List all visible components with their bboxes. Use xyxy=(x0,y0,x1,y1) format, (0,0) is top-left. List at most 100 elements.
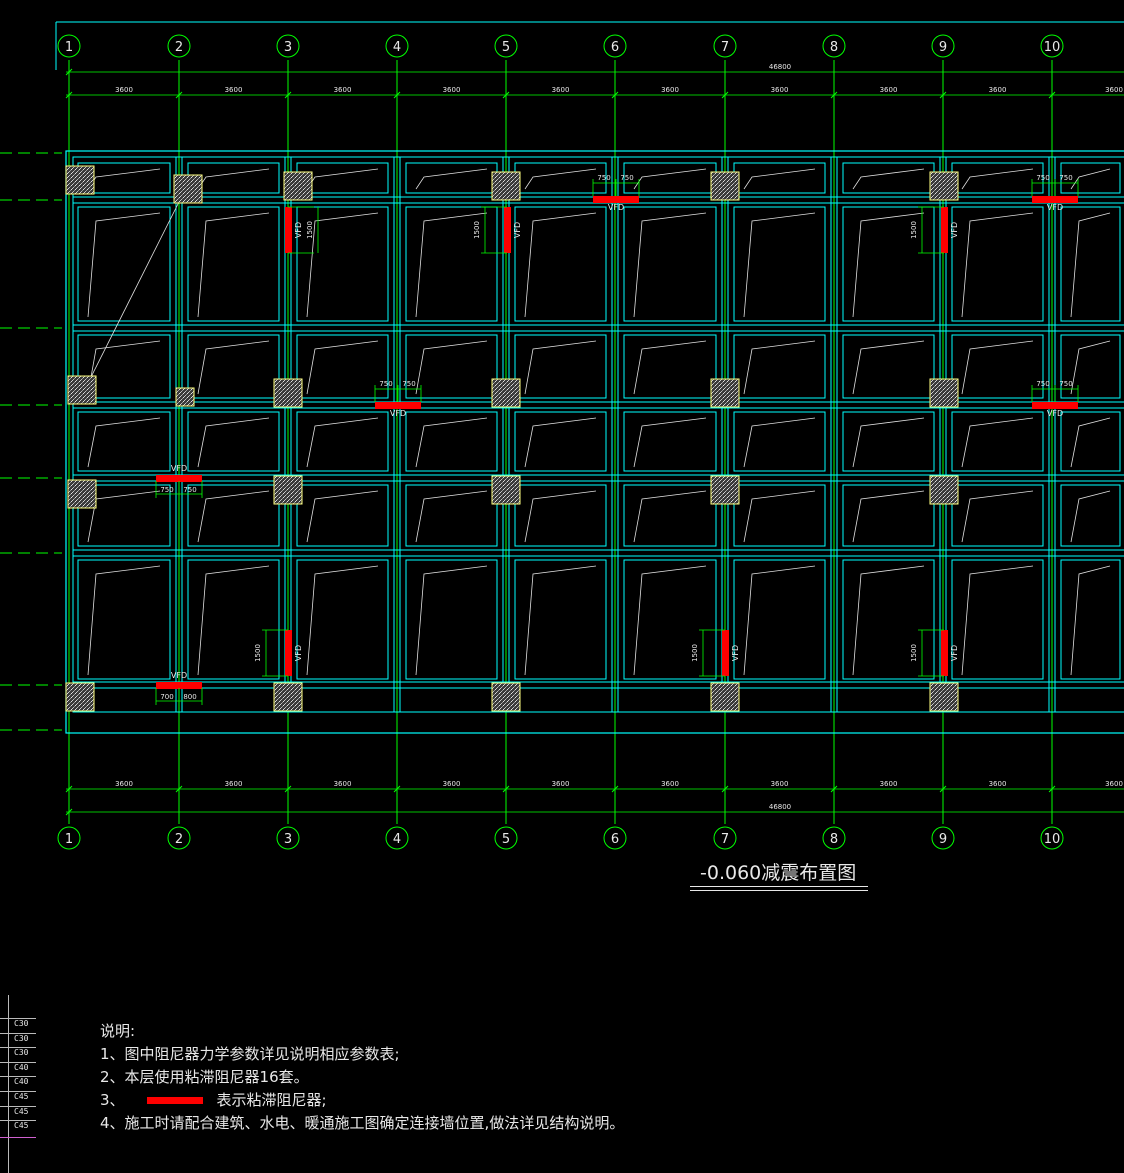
column xyxy=(283,171,313,201)
slab-panel xyxy=(623,411,717,472)
notes-line-4: 4、施工时请配合建筑、水电、暖通施工图确定连接墙位置,做法详见结构说明。 xyxy=(100,1114,625,1132)
slab-marker xyxy=(415,168,488,190)
slab-marker xyxy=(197,168,270,190)
dim-text: 3600 xyxy=(1105,780,1123,788)
axis-label: 4 xyxy=(393,40,401,55)
dim-tick xyxy=(393,91,401,99)
slab-panel xyxy=(951,559,1044,680)
slab-panel xyxy=(623,206,717,322)
dim-tick xyxy=(284,785,292,793)
dim-text: 3600 xyxy=(225,86,243,94)
axis-bubble xyxy=(713,826,737,850)
damper-dim-text: 1500 xyxy=(910,221,918,239)
slab-marker xyxy=(87,212,161,318)
dim-text: 3600 xyxy=(552,86,570,94)
material-label: C30 xyxy=(14,1019,29,1028)
axis-label: 7 xyxy=(721,832,729,847)
dim-tick xyxy=(502,91,510,99)
slab-marker xyxy=(852,490,925,543)
slab-marker xyxy=(1070,168,1111,190)
damper-dim-text: 750 xyxy=(1036,174,1049,182)
notes-line-3: 3、表示粘滞阻尼器; xyxy=(100,1089,624,1112)
slab-panel xyxy=(405,484,498,547)
slab-panel xyxy=(1060,411,1121,472)
slab-marker xyxy=(961,340,1034,395)
damper-i xyxy=(156,682,202,689)
dim-text: 3600 xyxy=(443,780,461,788)
column xyxy=(929,378,959,408)
slab-marker xyxy=(633,417,707,468)
slab-panel xyxy=(187,559,280,680)
dim-tick xyxy=(830,91,838,99)
damper-legend-icon xyxy=(146,1097,203,1104)
column xyxy=(929,475,959,505)
damper-label: VFD xyxy=(731,645,740,661)
dim-tick xyxy=(721,785,729,793)
slab-panel xyxy=(733,334,826,399)
slab-panel xyxy=(514,484,607,547)
dim-text: 3600 xyxy=(880,86,898,94)
dim-tick xyxy=(1048,91,1056,99)
slab-marker xyxy=(852,417,925,468)
damper-d xyxy=(941,207,948,253)
material-row: C30 xyxy=(0,1032,36,1048)
slab-panel xyxy=(514,559,607,680)
column xyxy=(273,475,303,505)
damper-dim-text: 1500 xyxy=(254,644,262,662)
axis-bubble xyxy=(494,34,518,58)
slab-marker xyxy=(415,340,488,395)
slab-panel xyxy=(1060,484,1121,547)
slab-panel xyxy=(77,206,171,322)
slab-marker xyxy=(852,340,925,395)
slab-panel xyxy=(951,162,1044,194)
slab-marker xyxy=(197,340,270,395)
slab-panel xyxy=(842,206,935,322)
damper-dim-text: 750 xyxy=(183,486,196,494)
slab-marker xyxy=(87,340,161,395)
slab-marker xyxy=(306,340,379,395)
axis-bubble xyxy=(931,34,955,58)
dim-tick xyxy=(611,785,619,793)
slab-panel xyxy=(842,559,935,680)
slab-marker xyxy=(633,565,707,676)
slab-panel xyxy=(733,411,826,472)
dim-text: 3600 xyxy=(334,780,352,788)
slab-panel xyxy=(296,206,389,322)
damper-b xyxy=(504,207,511,253)
damper-dim-text: 750 xyxy=(379,380,392,388)
columns xyxy=(65,165,959,712)
column xyxy=(491,378,521,408)
damper-e xyxy=(1032,196,1078,203)
notes-line-2: 2、本层使用粘滞阻尼器16套。 xyxy=(100,1068,309,1086)
slab-marker xyxy=(743,565,816,676)
slab-marker xyxy=(1070,490,1111,543)
material-row: C30 xyxy=(0,1018,36,1033)
slab-panel xyxy=(733,162,826,194)
dim-text: 3600 xyxy=(334,86,352,94)
dim-tick xyxy=(65,785,73,793)
dim-text: 3600 xyxy=(1105,86,1123,94)
notes-line-3-prefix: 3、 xyxy=(100,1091,125,1109)
axis-bubble xyxy=(603,826,627,850)
axis-label: 9 xyxy=(939,40,947,55)
axis-bubble xyxy=(713,34,737,58)
axis-label: 3 xyxy=(284,832,292,847)
slab-marker xyxy=(1070,340,1111,395)
slab-marker xyxy=(633,168,707,190)
axis-bubble xyxy=(57,34,81,58)
damper-dim-text: 750 xyxy=(402,380,415,388)
slab-panel xyxy=(733,559,826,680)
diagonal-line xyxy=(81,189,186,396)
slab-marker xyxy=(743,212,816,318)
slab-panel xyxy=(733,206,826,322)
slab-marker xyxy=(415,212,488,318)
material-label: C45 xyxy=(14,1092,29,1101)
dim-tick xyxy=(284,91,292,99)
material-table-marker xyxy=(0,1137,36,1138)
slab-panel xyxy=(951,334,1044,399)
slab-panel xyxy=(187,206,280,322)
slab-panel xyxy=(623,162,717,194)
slab-marker xyxy=(961,168,1034,190)
